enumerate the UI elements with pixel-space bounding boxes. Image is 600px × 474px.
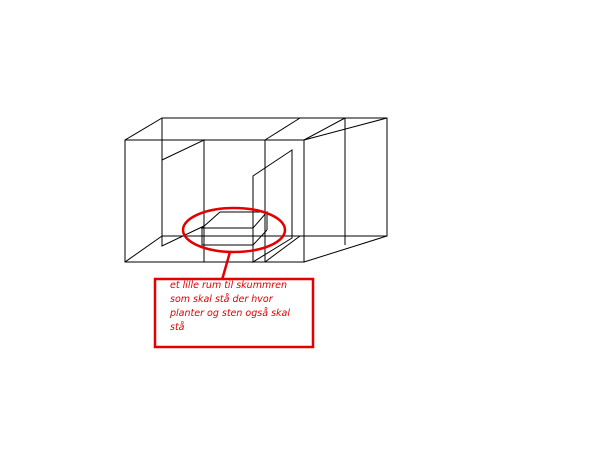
highlight-oval [181,206,287,254]
right-wall-top-2 [303,117,346,141]
right-wall-bottom [264,235,301,263]
tank-outline [124,117,388,263]
annotation-connector [220,251,232,281]
right-wall-top-1 [264,117,301,141]
annotation-line-4: stå [170,322,185,333]
tank-edge-top-left [124,117,163,141]
annotation-text: et lille rum til skummren som skal stå d… [170,279,310,335]
annotation-line-2: som skal stå der hvor [170,294,273,305]
annotation-line-3: planter og sten også skal [170,308,290,319]
small-room-top [200,211,269,229]
annotation-line-1: et lille rum til skummren [170,280,287,291]
annotation-box [153,277,315,349]
tank-edge-bottom-left [124,235,163,263]
tank-edge-bottom-right [303,235,388,263]
small-room-box [200,211,269,246]
small-room-side-bottom [252,229,268,246]
tank-back-face [161,117,388,237]
